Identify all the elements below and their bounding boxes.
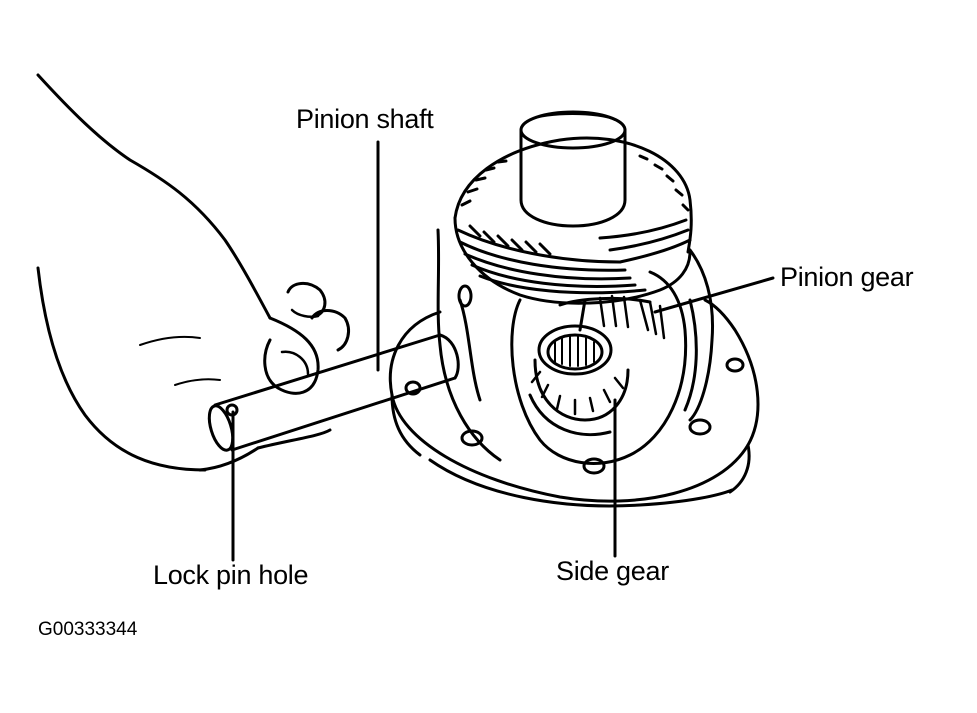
leader-lines <box>233 142 773 560</box>
pinion-gear <box>560 296 664 338</box>
flange-bolt-hole <box>690 420 710 434</box>
label-pinion-gear: Pinion gear <box>780 262 914 292</box>
label-lock-pin-hole: Lock pin hole <box>153 560 309 590</box>
bearing-journal <box>521 112 625 226</box>
flange-bolt-hole <box>584 459 604 473</box>
leader-pinion-gear <box>655 278 773 312</box>
label-side-gear: Side gear <box>556 556 669 586</box>
case-flange <box>390 300 758 506</box>
case-body <box>438 230 713 463</box>
flange-bolt-hole <box>727 359 743 371</box>
pinion-shaft-rod <box>205 335 459 453</box>
hand-illustration <box>38 75 349 470</box>
ring-gear <box>455 138 691 303</box>
figure-code: G00333344 <box>38 619 138 640</box>
label-pinion-shaft: Pinion shaft <box>296 104 434 134</box>
side-gear <box>530 326 628 435</box>
